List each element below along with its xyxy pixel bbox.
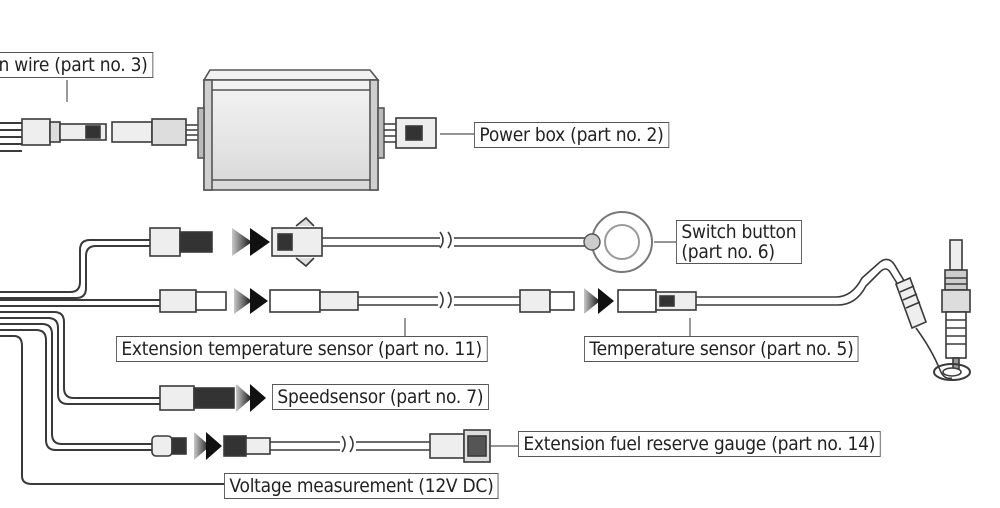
- spark-plug: [915, 239, 971, 381]
- arrow-speed-2: [250, 384, 266, 412]
- main-wire-connector: [21, 118, 200, 146]
- left-harness-bundle: [0, 239, 224, 485]
- speedsensor-connector: [159, 385, 235, 411]
- ext-temp-connector-right: [519, 289, 575, 313]
- ext-temp-connector-left: [159, 289, 227, 313]
- arrow-switch-2: [250, 228, 270, 256]
- fuel-cable: [270, 435, 430, 453]
- arrow-temp-3: [584, 288, 600, 314]
- power-box: [197, 69, 385, 191]
- fuel-connector-right: [429, 429, 491, 463]
- arrow-switch-1: [232, 228, 252, 256]
- label-switch-button-line2: (part no. 6): [681, 241, 775, 263]
- label-speedsensor: Speedsensor (part no. 7): [272, 384, 489, 410]
- fuel-connector-left: [151, 435, 187, 457]
- temperature-probe: [894, 276, 928, 330]
- label-voltage: Voltage measurement (12V DC): [224, 473, 499, 499]
- switch-cable-connector-left: [149, 227, 213, 257]
- arrow-fuel-1: [194, 432, 210, 460]
- switch-cable: [322, 231, 590, 249]
- fuel-connector-mid: [223, 435, 271, 457]
- switch-cable-connector-right: [271, 216, 323, 268]
- arrow-temp-1: [234, 288, 252, 314]
- ext-temp-connector-mid: [269, 289, 359, 313]
- label-switch-button-line1: Switch button: [681, 221, 797, 243]
- label-temp-sensor: Temperature sensor (part no. 5): [584, 336, 859, 362]
- label-switch-button: Switch button (part no. 6): [676, 220, 802, 264]
- label-ext-fuel-gauge: Extension fuel reserve gauge (part no. 1…: [518, 431, 881, 457]
- power-box-connector: [384, 117, 437, 149]
- switch-button: [583, 211, 653, 273]
- main-wire-harness: [0, 122, 22, 152]
- arrow-speed-1: [236, 384, 252, 412]
- temp-sensor-cable: [696, 258, 907, 306]
- arrow-fuel-2: [206, 432, 222, 460]
- arrow-temp-2: [250, 288, 268, 314]
- label-power-box: Power box (part no. 2): [474, 122, 669, 148]
- arrow-temp-4: [598, 288, 614, 314]
- ext-temp-cable: [358, 291, 520, 309]
- label-main-wire: n wire (part no. 3): [0, 52, 153, 78]
- label-ext-temp-sensor: Extension temperature sensor (part no. 1…: [116, 336, 488, 362]
- temp-sensor-connector: [617, 289, 697, 313]
